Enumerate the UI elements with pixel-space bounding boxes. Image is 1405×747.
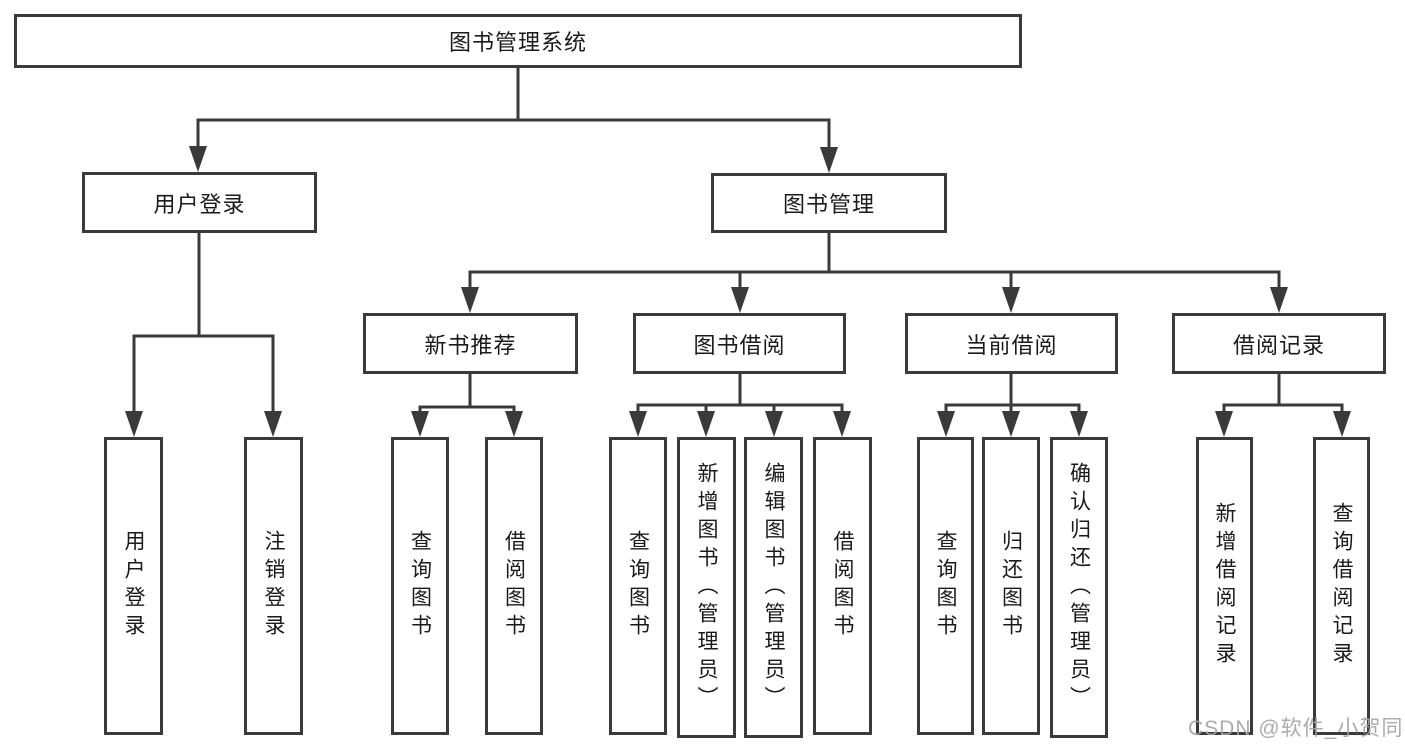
node-label: 新书推荐 [424, 332, 517, 358]
node-root-system: 图书管理系统 [14, 14, 1022, 68]
connector-user-login-to-leaves [125, 231, 282, 437]
node-leaf-return-books: 归还图书 [982, 437, 1040, 735]
connector-book-management-to-level3 [461, 231, 1288, 313]
node-label: 图书管理 [782, 192, 875, 217]
node-leaf-edit-book-admin: 编辑图书（管理员） [744, 437, 803, 738]
node-label: 查询借阅记录 [1330, 502, 1353, 670]
node-label: 查询图书 [408, 530, 432, 642]
arrowhead [833, 411, 851, 437]
arrowhead [1333, 411, 1351, 437]
node-book-borrow: 图书借阅 [633, 313, 846, 374]
arrowhead [264, 411, 282, 437]
arrowhead [629, 411, 647, 437]
node-label: 借阅图书 [831, 530, 854, 642]
connector-book-borrow-to-leaves [629, 372, 851, 437]
arrowhead [505, 411, 523, 437]
node-label: 注销登录 [262, 530, 285, 642]
node-label: 用户登录 [122, 530, 145, 642]
node-label: 新增借阅记录 [1213, 502, 1236, 670]
node-leaf-borrow-books-recommend: 借阅图书 [485, 437, 543, 735]
node-new-book-recommend: 新书推荐 [363, 313, 578, 374]
connector-current-borrow-to-leaves [937, 372, 1088, 437]
node-book-management: 图书管理 [711, 173, 947, 233]
node-leaf-query-books-recommend: 查询图书 [391, 437, 449, 735]
arrowhead [765, 411, 783, 437]
arrowhead [189, 146, 207, 172]
arrowhead [697, 411, 715, 437]
arrowhead [1215, 411, 1233, 437]
node-leaf-logout: 注销登录 [244, 437, 303, 735]
node-label: 用户登录 [153, 191, 246, 217]
node-leaf-query-books-current: 查询图书 [917, 437, 974, 735]
connector-root-to-level2 [189, 66, 838, 173]
node-label: 新增图书（管理员） [695, 461, 718, 714]
node-label: 图书借阅 [693, 332, 786, 358]
arrowhead [1270, 287, 1288, 313]
node-label: 查询图书 [934, 530, 957, 642]
node-label: 借阅记录 [1232, 332, 1325, 358]
arrowhead [1002, 411, 1020, 437]
csdn-watermark: CSDN @软件_小贺同学 [1188, 717, 1405, 740]
node-label: 查询图书 [626, 530, 650, 642]
arrowhead [411, 411, 429, 437]
node-leaf-borrow-books: 借阅图书 [813, 437, 872, 735]
node-leaf-confirm-return-admin: 确认归还（管理员） [1050, 437, 1108, 738]
node-label: 确认归还（管理员） [1067, 461, 1091, 714]
arrowhead [461, 287, 479, 313]
node-leaf-query-borrow-record: 查询借阅记录 [1313, 437, 1370, 735]
connector-borrow-records-to-leaves [1215, 372, 1351, 437]
node-leaf-user-login: 用户登录 [104, 437, 163, 735]
arrowhead [1002, 287, 1020, 313]
node-user-login: 用户登录 [82, 172, 317, 233]
node-label: 图书管理系统 [448, 30, 587, 55]
arrowhead [820, 147, 838, 173]
node-label: 归还图书 [999, 530, 1023, 642]
arrowhead [731, 287, 749, 313]
node-current-borrow: 当前借阅 [905, 313, 1118, 374]
arrowhead [937, 411, 955, 437]
node-leaf-add-book-admin: 新增图书（管理员） [677, 437, 736, 738]
node-borrow-records: 借阅记录 [1172, 313, 1386, 374]
arrowhead [125, 411, 143, 437]
arrowhead [1070, 411, 1088, 437]
connector-new-book-to-leaves [411, 372, 523, 437]
node-label: 当前借阅 [965, 332, 1058, 358]
node-leaf-add-borrow-record: 新增借阅记录 [1196, 437, 1253, 735]
node-label: 借阅图书 [502, 530, 526, 642]
node-label: 编辑图书（管理员） [762, 461, 785, 714]
node-leaf-query-books-borrow: 查询图书 [609, 437, 667, 735]
